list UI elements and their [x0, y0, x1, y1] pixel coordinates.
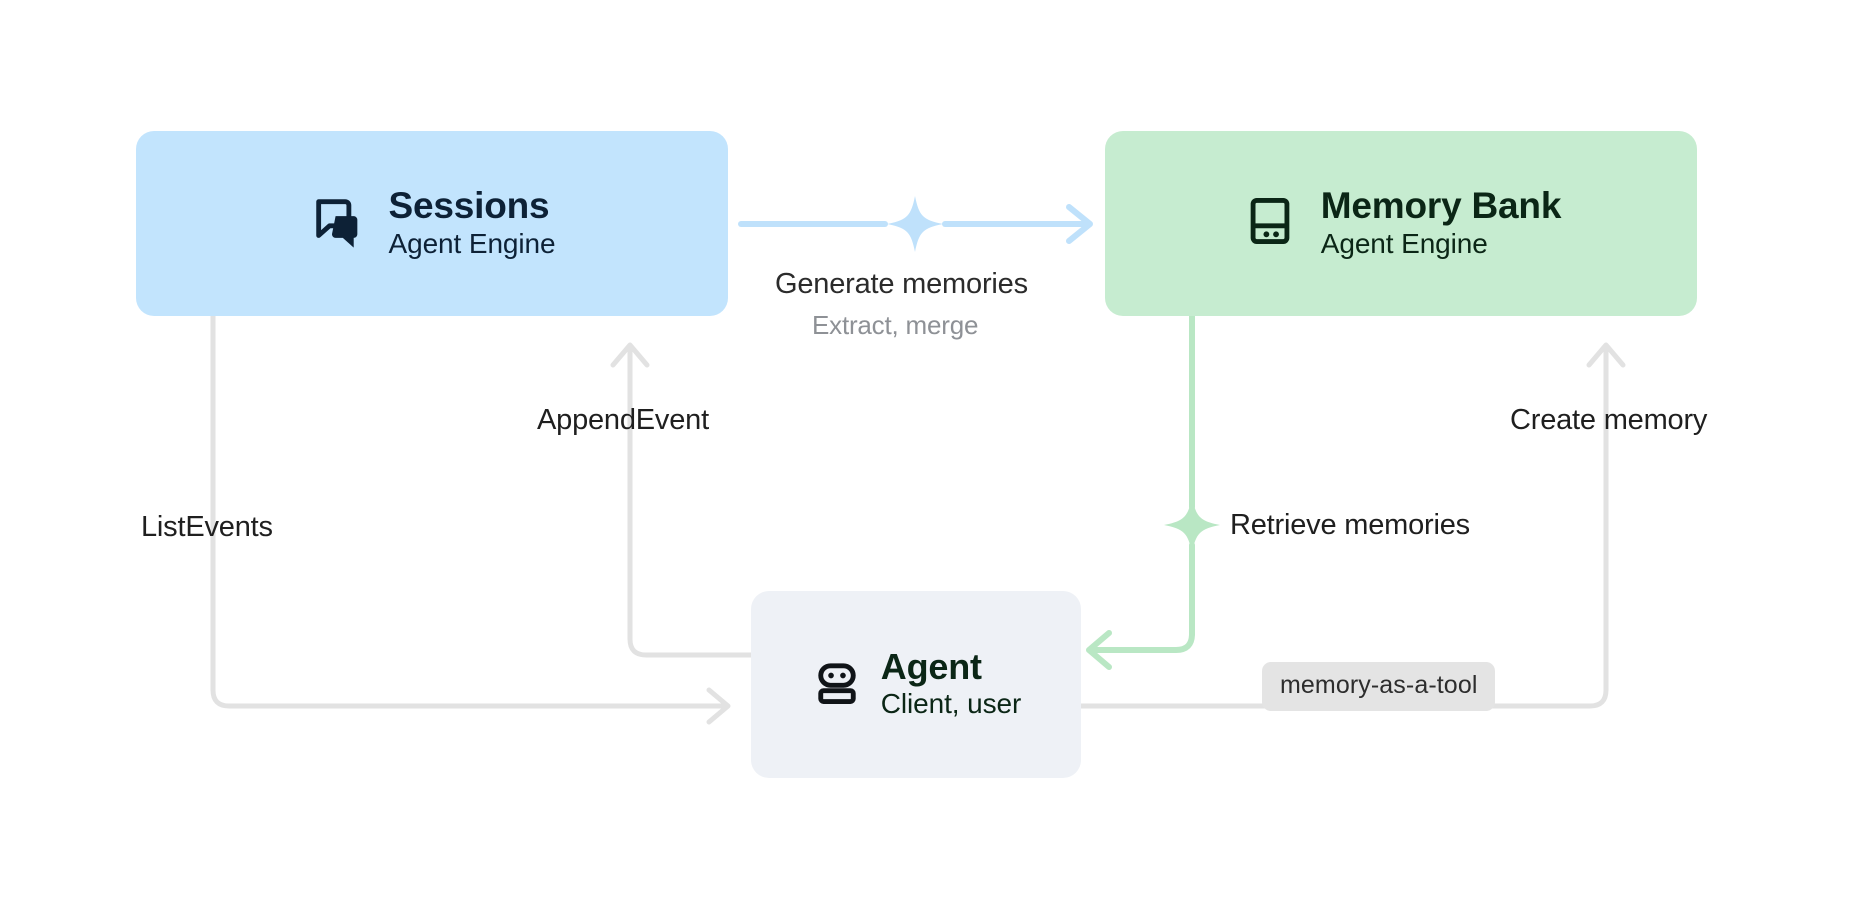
node-sessions-subtitle: Agent Engine [388, 227, 556, 259]
chat-bubbles-icon [309, 192, 367, 255]
badge-memory-as-a-tool: memory-as-a-tool [1262, 662, 1496, 711]
edge-list-events-path [210, 313, 727, 709]
node-sessions-text: Sessions Agent Engine [389, 186, 556, 261]
edge-append-event-arrowhead [610, 342, 650, 368]
node-agent-subtitle: Client, user [880, 688, 1022, 720]
node-agent-text: Agent Client, user [880, 645, 1022, 722]
edge-label-generate-memories: Generate memories [775, 268, 1028, 300]
node-sessions[interactable]: Sessions Agent Engine [136, 131, 728, 316]
edge-label-retrieve-memories: Retrieve memories [1230, 509, 1470, 541]
robot-icon [811, 656, 863, 713]
node-memory-bank[interactable]: Memory Bank Agent Engine [1105, 131, 1697, 316]
node-memory-bank-text: Memory Bank Agent Engine [1320, 185, 1562, 261]
node-memory-bank-title: Memory Bank [1320, 185, 1562, 227]
edge-retrieve-memories-arrowhead [1086, 630, 1112, 670]
sparkle-icon-generate [887, 196, 943, 252]
edge-label-list-events: ListEvents [141, 511, 273, 543]
node-agent-title: Agent [880, 645, 982, 687]
edge-sublabel-extract-merge: Extract, merge [812, 310, 979, 340]
database-storage-icon [1241, 192, 1299, 255]
edge-list-events-arrowhead [706, 687, 731, 725]
node-sessions-title: Sessions [388, 185, 550, 227]
edge-retrieve-memories-path-lower [1089, 542, 1195, 653]
node-agent[interactable]: Agent Client, user [751, 591, 1081, 778]
edge-create-memory-arrowhead [1586, 342, 1626, 368]
edge-label-create-memory: Create memory [1510, 404, 1708, 436]
edge-generate-memories-arrowhead [1066, 204, 1093, 244]
edge-append-event-path [627, 345, 754, 658]
node-memory-bank-subtitle: Agent Engine [1320, 227, 1488, 259]
sparkle-icon-retrieve [1164, 497, 1220, 553]
edge-label-append-event: AppendEvent [537, 404, 709, 436]
